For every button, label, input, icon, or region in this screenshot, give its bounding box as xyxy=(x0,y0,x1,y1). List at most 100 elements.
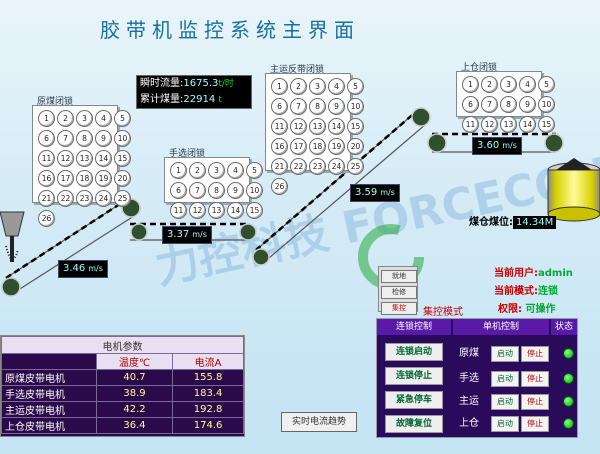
lock-button[interactable]: 13 xyxy=(208,202,225,219)
bunker-level-value: 14.34M xyxy=(513,216,557,229)
lock-button[interactable]: 2 xyxy=(189,162,206,179)
lock-button[interactable]: 18 xyxy=(76,170,93,187)
emergency-stop-button[interactable]: 紧急停车 xyxy=(385,391,443,409)
lock-button[interactable]: 1 xyxy=(271,78,288,95)
lock-button[interactable]: 3 xyxy=(309,78,326,95)
lock-button[interactable]: 21 xyxy=(38,190,55,207)
lock-button[interactable]: 3 xyxy=(500,76,517,93)
lock-button[interactable]: 25 xyxy=(347,158,364,175)
mode-central-button[interactable]: 集控 xyxy=(381,302,417,315)
mode-maintenance-button[interactable]: 检修 xyxy=(381,286,417,299)
lock-button[interactable]: 21 xyxy=(271,158,288,175)
lock-button[interactable]: 12 xyxy=(290,118,307,135)
lock-button[interactable]: 7 xyxy=(189,182,206,199)
lock-button[interactable]: 17 xyxy=(290,138,307,155)
lock-button[interactable]: 1 xyxy=(462,76,479,93)
lock-button[interactable]: 24 xyxy=(95,190,112,207)
lock-button[interactable]: 5 xyxy=(538,76,555,93)
lock-button[interactable]: 10 xyxy=(538,96,555,113)
lock-button[interactable]: 2 xyxy=(290,78,307,95)
lock-button[interactable]: 16 xyxy=(38,170,55,187)
start-button[interactable]: 启动 xyxy=(491,416,519,432)
lock-button[interactable]: 4 xyxy=(227,162,244,179)
lock-button[interactable]: 15 xyxy=(114,150,131,167)
lock-button[interactable]: 10 xyxy=(246,182,263,199)
lock-button[interactable]: 5 xyxy=(246,162,263,179)
lock-button[interactable]: 8 xyxy=(309,98,326,115)
interlock-stop-button[interactable]: 连锁停止 xyxy=(385,367,443,385)
lock-button[interactable]: 16 xyxy=(271,138,288,155)
lock-button[interactable]: 4 xyxy=(519,76,536,93)
lock-button[interactable]: 13 xyxy=(309,118,326,135)
lock-button[interactable]: 12 xyxy=(481,116,498,133)
mode-local-button[interactable]: 就地 xyxy=(381,270,417,283)
lock-button[interactable]: 15 xyxy=(347,118,364,135)
lock-button[interactable]: 13 xyxy=(500,116,517,133)
lock-button[interactable]: 4 xyxy=(328,78,345,95)
current-trend-button[interactable]: 实时电流趋势 xyxy=(281,412,357,432)
lock-button[interactable]: 2 xyxy=(57,110,74,127)
lock-button[interactable]: 4 xyxy=(95,110,112,127)
fault-reset-button[interactable]: 故障复位 xyxy=(385,415,443,433)
lock-button[interactable]: 26 xyxy=(271,178,288,195)
lock-button[interactable]: 13 xyxy=(76,150,93,167)
lock-button[interactable]: 9 xyxy=(519,96,536,113)
lock-button[interactable]: 14 xyxy=(519,116,536,133)
lock-button[interactable]: 26 xyxy=(38,210,55,227)
lock-button[interactable]: 1 xyxy=(38,110,55,127)
stop-button[interactable]: 停止 xyxy=(521,394,549,410)
stop-button[interactable]: 停止 xyxy=(521,371,549,387)
lock-button[interactable]: 7 xyxy=(481,96,498,113)
interlock-start-button[interactable]: 连锁启动 xyxy=(385,343,443,361)
lock-button[interactable]: 9 xyxy=(328,98,345,115)
lock-button[interactable]: 25 xyxy=(114,190,131,207)
lock-button[interactable]: 20 xyxy=(114,170,131,187)
lock-button[interactable]: 9 xyxy=(95,130,112,147)
lock-button[interactable]: 10 xyxy=(347,98,364,115)
lock-button[interactable]: 20 xyxy=(347,138,364,155)
lock-button[interactable]: 9 xyxy=(227,182,244,199)
lock-button[interactable]: 7 xyxy=(57,130,74,147)
lock-button[interactable]: 6 xyxy=(462,96,479,113)
lock-button[interactable]: 11 xyxy=(38,150,55,167)
lock-button[interactable]: 3 xyxy=(76,110,93,127)
stop-button[interactable]: 停止 xyxy=(521,416,549,432)
lock-button[interactable]: 23 xyxy=(76,190,93,207)
lock-button[interactable]: 24 xyxy=(328,158,345,175)
lock-button[interactable]: 14 xyxy=(328,118,345,135)
lock-button[interactable]: 12 xyxy=(57,150,74,167)
lock-button[interactable]: 8 xyxy=(500,96,517,113)
lock-button[interactable]: 12 xyxy=(189,202,206,219)
lock-button[interactable]: 11 xyxy=(271,118,288,135)
lock-button[interactable]: 8 xyxy=(208,182,225,199)
lock-button[interactable]: 1 xyxy=(170,162,187,179)
stop-button[interactable]: 停止 xyxy=(521,346,549,362)
lock-button[interactable]: 19 xyxy=(95,170,112,187)
lock-button[interactable]: 6 xyxy=(38,130,55,147)
lock-button[interactable]: 22 xyxy=(57,190,74,207)
lock-button[interactable]: 17 xyxy=(57,170,74,187)
lock-button[interactable]: 15 xyxy=(538,116,555,133)
lock-button[interactable]: 7 xyxy=(290,98,307,115)
lock-button[interactable]: 15 xyxy=(246,202,263,219)
lock-button[interactable]: 10 xyxy=(114,130,131,147)
lock-button[interactable]: 22 xyxy=(290,158,307,175)
lock-button[interactable]: 5 xyxy=(114,110,131,127)
lock-button[interactable]: 18 xyxy=(309,138,326,155)
lock-button[interactable]: 2 xyxy=(481,76,498,93)
lock-button[interactable]: 3 xyxy=(208,162,225,179)
lock-button[interactable]: 8 xyxy=(76,130,93,147)
lock-button[interactable]: 14 xyxy=(227,202,244,219)
start-button[interactable]: 启动 xyxy=(491,371,519,387)
lock-button[interactable]: 6 xyxy=(170,182,187,199)
start-button[interactable]: 启动 xyxy=(491,346,519,362)
lock-button[interactable]: 19 xyxy=(328,138,345,155)
start-button[interactable]: 启动 xyxy=(491,394,519,410)
lock-button[interactable]: 11 xyxy=(170,202,187,219)
lock-button[interactable]: 5 xyxy=(347,78,364,95)
lock-button[interactable]: 23 xyxy=(309,158,326,175)
lock-button[interactable]: 14 xyxy=(95,150,112,167)
lock-button[interactable]: 6 xyxy=(271,98,288,115)
lock-button[interactable]: 11 xyxy=(462,116,479,133)
